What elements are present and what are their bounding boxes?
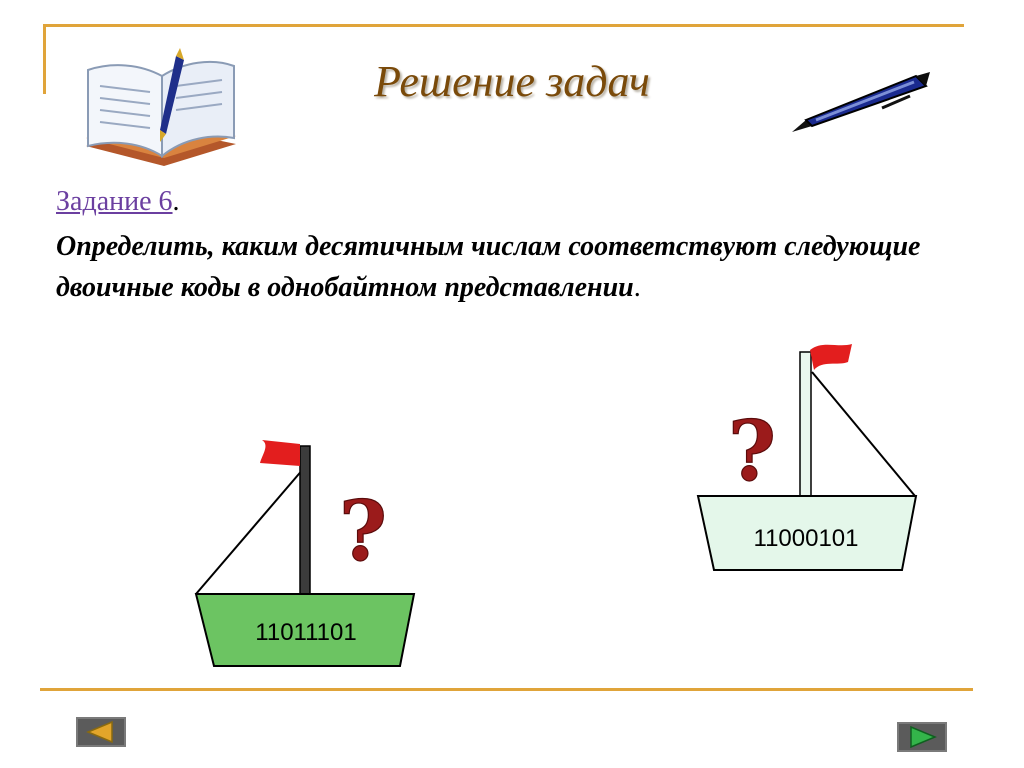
open-book-icon <box>86 48 236 166</box>
boat-1-question-mark: ? <box>339 484 387 580</box>
task-description: Определить, каким десятичным числам соот… <box>56 226 976 308</box>
next-slide-button[interactable] <box>897 722 947 752</box>
boat-2: 11000101 ? <box>696 344 918 571</box>
triangle-right-icon <box>910 725 937 749</box>
task-link[interactable]: Задание 6 <box>56 186 173 217</box>
pen-icon <box>792 72 930 132</box>
task-heading: Задание 6. <box>56 186 180 218</box>
frame-top-line <box>43 24 964 27</box>
boat-2-flag <box>810 344 852 370</box>
task-label-suffix: . <box>172 186 180 217</box>
boat-2-question-mark: ? <box>728 404 776 500</box>
boat-1-hull <box>194 593 416 667</box>
boat-1-code: 11011101 <box>255 619 356 646</box>
task-text: Определить, каким десятичным числам соот… <box>56 231 921 303</box>
frame-left-line <box>43 24 46 94</box>
frame-bottom-line <box>40 688 973 691</box>
boat-2-mast <box>799 351 812 497</box>
slide-title: Решение задач <box>374 57 650 106</box>
boat-1: 11011101 ? <box>194 440 416 667</box>
task-text-suffix: . <box>633 272 641 303</box>
boat-1-mast <box>299 445 311 595</box>
boat-2-hull <box>696 495 918 571</box>
triangle-left-icon <box>86 720 113 744</box>
boat-2-code: 11000101 <box>754 525 859 552</box>
previous-slide-button[interactable] <box>76 717 126 747</box>
boat-1-flag <box>260 440 300 466</box>
